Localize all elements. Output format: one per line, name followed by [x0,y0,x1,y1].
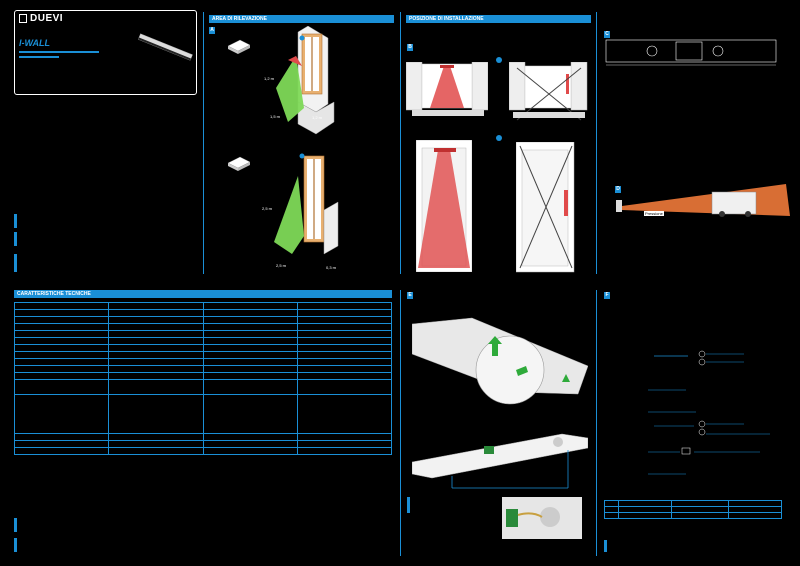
label-b: B [407,44,413,51]
side-marker-3 [14,254,17,272]
side-marker-1 [14,214,17,228]
dim-a-h2: 2,5 m [262,206,273,211]
tech-side-marker-1 [14,518,17,532]
window-ok-image [406,62,488,116]
detection-diagram-top [276,26,335,135]
dip-switch-top [227,39,251,54]
tech-side-marker-2 [14,538,17,552]
dim-a-d2: 0,3 m [326,265,337,270]
dimension-drawing [605,39,777,66]
dim-a-d1: 1,2 m [312,115,323,120]
divider-5 [596,290,597,556]
logo-text: DUEVI [30,13,64,24]
board-image [412,433,588,489]
f-table [603,500,783,519]
detection-diagram-bottom [274,153,339,255]
tech-header: CARATTERISTICHE TECNICHE [14,290,392,298]
e-side-marker [407,497,410,513]
marker-b1 [496,57,502,63]
label-f: F [604,292,610,299]
tech-table [13,302,393,455]
divider-4 [400,290,401,556]
label-e: E [407,292,413,299]
divider-3 [596,12,597,274]
dim-a-w2: 2,5 m [276,263,287,268]
pressure-label: Pressione [644,211,664,216]
logo-icon [19,14,27,23]
product-card: DUEVI I-WALL [14,10,197,95]
sensor-image [137,33,193,61]
product-name: I-WALL [19,38,50,48]
divider-2 [400,12,401,274]
dim-a-h1: 1,2 m [264,76,275,81]
f-side-marker [604,540,607,552]
label-c: C [604,31,610,38]
vehicle-detection-image [616,184,790,217]
dim-a-w1: 1,5 m [270,114,281,119]
window-no-image [509,62,588,121]
door-no-image [516,142,575,273]
wiring-diagram [648,350,770,475]
brand-logo: DUEVI [19,13,69,24]
connector-photo [502,497,582,539]
marker-b2 [496,135,502,141]
product-subtitle-bar-2 [19,56,59,58]
section-a-header: AREA DI RILEVAZIONE [209,15,394,23]
section-b-header: POSIZIONE DI INSTALLAZIONE [406,15,591,23]
product-subtitle-bar [19,51,99,53]
dip-switch-bottom [227,156,251,171]
mounting-image [412,317,588,405]
label-d: D [615,186,621,193]
door-ok-image [416,140,472,272]
side-marker-2 [14,232,17,246]
label-a: A [209,27,215,34]
divider-1 [203,12,204,274]
